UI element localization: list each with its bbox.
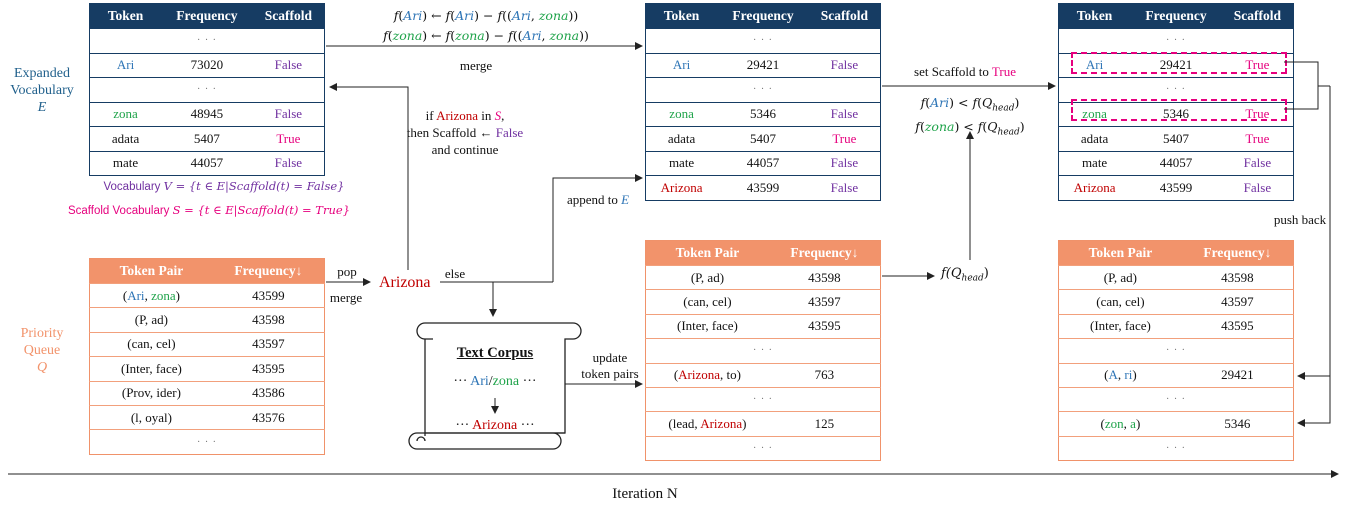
expanded-vocabulary-label: Expanded Vocabulary E — [10, 66, 74, 115]
table-row: (P, ad)43598 — [89, 307, 325, 333]
merge-equations: f(Ari) ← f(Ari) − f((Ari, zona)) f(zona)… — [383, 8, 589, 43]
col-token-pair: Token Pair — [1058, 240, 1182, 266]
corpus-after: ··· Arizona ··· — [455, 418, 535, 433]
corpus-before: ··· Ari/zona ··· — [453, 374, 537, 389]
col-scaffold: Scaffold — [1221, 3, 1294, 29]
table-row: (P, ad)43598 — [645, 264, 881, 290]
col-scaffold: Scaffold — [808, 3, 881, 29]
table-row: (can, cel)43597 — [645, 289, 881, 315]
vocabulary-definition: Vocabulary V = {t ∈ E|Scaffold(t) = Fals… — [103, 179, 345, 193]
scroll-icon — [408, 322, 582, 450]
merge-label: merge — [459, 58, 493, 73]
col-token-pair: Token Pair — [645, 240, 769, 266]
col-frequency: Frequency — [1130, 3, 1222, 29]
arizona-token: Arizona — [379, 274, 431, 291]
pop-merge-label: merge — [329, 290, 363, 305]
ellipsis-row: · · · — [645, 77, 881, 102]
ellipsis-row: · · · — [645, 28, 881, 53]
ellipsis-row: · · · — [1058, 386, 1294, 412]
col-token: Token — [645, 3, 718, 29]
table-row: (Inter, face)43595 — [1058, 313, 1294, 339]
f-q-head: f(Qhead) — [941, 266, 989, 284]
iteration-label: Iteration N — [612, 486, 678, 502]
table-row: (Ari, zona)43599 — [89, 282, 325, 308]
col-frequency: Frequency — [161, 3, 253, 29]
table-row: (Prov, ider)43586 — [89, 380, 325, 406]
table-row: (zon, a)5346 — [1058, 411, 1294, 437]
ellipsis-row: · · · — [1058, 338, 1294, 364]
append-arrow — [552, 174, 643, 282]
corpus-title: Text Corpus — [456, 345, 534, 361]
table-row: (Inter, face)43595 — [645, 313, 881, 339]
push-back-bracket — [1284, 61, 1319, 110]
append-label: append to E — [566, 192, 630, 207]
col-frequency-sorted: Frequency↓ — [1181, 240, 1294, 266]
ellipsis-row: · · · — [89, 429, 325, 455]
ellipsis-row: · · · — [645, 338, 881, 364]
ellipsis-row: · · · — [1058, 435, 1294, 461]
table-row: (can, cel)43597 — [1058, 289, 1294, 315]
table-row: (can, cel)43597 — [89, 331, 325, 357]
table-row: (Arizona, to)763 — [645, 362, 881, 388]
scaffold-check-arrow — [329, 83, 409, 270]
set-scaffold-label: set Scaffold to True — [914, 64, 1016, 79]
push-back-arrow-a — [1297, 86, 1331, 380]
ellipsis-row: · · · — [645, 435, 881, 461]
else-label: else — [444, 266, 466, 281]
text-corpus-scroll — [403, 318, 583, 453]
col-frequency-sorted: Frequency↓ — [768, 240, 881, 266]
push-back-label: push back — [1273, 212, 1327, 227]
col-frequency: Frequency — [717, 3, 809, 29]
if-arizona-condition: if Arizona in S, then Scaffold ← False a… — [406, 108, 524, 157]
col-token: Token — [1058, 3, 1131, 29]
push-back-arrow-b — [1297, 376, 1331, 427]
table-row: (P, ad)43598 — [1058, 264, 1294, 290]
head-comparison: f(Ari) < f(Qhead) f(zona) < f(Qhead) — [915, 95, 1025, 137]
ellipsis-row: · · · — [645, 386, 881, 412]
ellipsis-row: · · · — [1058, 77, 1294, 102]
ellipsis-row: · · · — [89, 28, 325, 53]
highlight-zona-row — [1071, 99, 1287, 121]
update-token-pairs-label: update token pairs — [581, 350, 639, 381]
col-token-pair: Token Pair — [89, 258, 213, 284]
ellipsis-row: · · · — [1058, 28, 1294, 53]
col-frequency-sorted: Frequency↓ — [212, 258, 325, 284]
table-row: (lead, Arizona)125 — [645, 411, 881, 437]
table-row: (Inter, face)43595 — [89, 356, 325, 382]
pop-label: pop — [337, 264, 357, 279]
highlight-ari-row — [1071, 52, 1287, 74]
col-token: Token — [89, 3, 162, 29]
col-scaffold: Scaffold — [252, 3, 325, 29]
ellipsis-row: · · · — [89, 77, 325, 102]
table-row: (l, oyal)43576 — [89, 404, 325, 430]
priority-queue-label: Priority Queue Q — [20, 326, 64, 375]
table-row: (A, ri)29421 — [1058, 362, 1294, 388]
scaffold-vocabulary-definition: Scaffold Vocabulary S = {t ∈ E|Scaffold(… — [67, 203, 351, 217]
